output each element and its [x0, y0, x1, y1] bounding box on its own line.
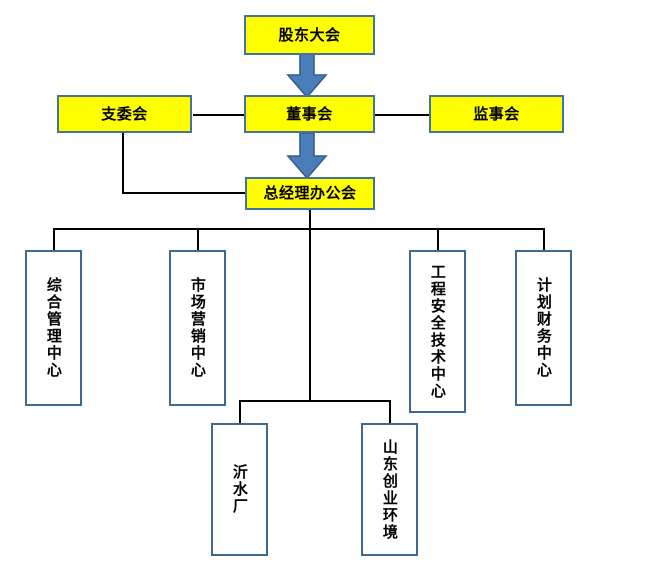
connector-gm-trunk-lower [309, 228, 311, 402]
connector-level5-bus [239, 400, 391, 402]
node-label-general-manager-office: 总经理办公会 [263, 184, 357, 203]
connector-gm-trunk-upper [309, 210, 311, 230]
connector-party-to-board [193, 114, 246, 116]
connector-level4-bus [53, 228, 545, 230]
node-label-shandong-chuangye-environment: 山东创业环境 [380, 438, 399, 541]
node-planning-finance-center[interactable]: 计划财务中心 [515, 250, 572, 406]
node-label-marketing-center: 市场营销中心 [188, 277, 207, 379]
node-yishui-plant[interactable]: 沂水厂 [211, 423, 268, 556]
connector-party-vertical [122, 131, 124, 194]
down-arrow-icon-shareholders-to-board [286, 51, 328, 99]
node-label-party-branch-committee: 支委会 [101, 104, 148, 123]
connector-drop-yishui [239, 400, 241, 423]
node-label-planning-finance-center: 计划财务中心 [534, 277, 553, 379]
node-label-board-of-supervisors: 监事会 [473, 104, 520, 123]
connector-drop-marketing [197, 228, 199, 250]
node-label-yishui-plant: 沂水厂 [230, 464, 249, 515]
node-label-shareholders-meeting: 股东大会 [278, 25, 341, 44]
connector-drop-engineering [437, 228, 439, 250]
down-arrow-icon-board-to-gm-office [286, 132, 328, 180]
node-general-manager-office[interactable]: 总经理办公会 [245, 177, 375, 210]
node-board-of-supervisors[interactable]: 监事会 [429, 95, 564, 133]
node-engineering-safety-tech-center[interactable]: 工程安全技术中心 [409, 250, 466, 413]
connector-drop-shandong [389, 400, 391, 423]
connector-drop-comprehensive [53, 228, 55, 250]
node-comprehensive-management-center[interactable]: 综合管理中心 [25, 250, 82, 406]
connector-board-to-supervisors [374, 114, 430, 116]
node-label-engineering-safety-tech-center: 工程安全技术中心 [428, 263, 447, 400]
connector-drop-finance [543, 228, 545, 250]
node-label-comprehensive-management-center: 综合管理中心 [44, 277, 63, 379]
node-board-of-directors[interactable]: 董事会 [244, 95, 375, 133]
connector-party-to-gm-office [122, 192, 246, 194]
node-party-branch-committee[interactable]: 支委会 [57, 95, 192, 133]
node-shareholders-meeting[interactable]: 股东大会 [244, 15, 375, 55]
node-marketing-center[interactable]: 市场营销中心 [169, 250, 226, 406]
node-label-board-of-directors: 董事会 [286, 104, 333, 123]
node-shandong-chuangye-environment[interactable]: 山东创业环境 [361, 423, 418, 556]
